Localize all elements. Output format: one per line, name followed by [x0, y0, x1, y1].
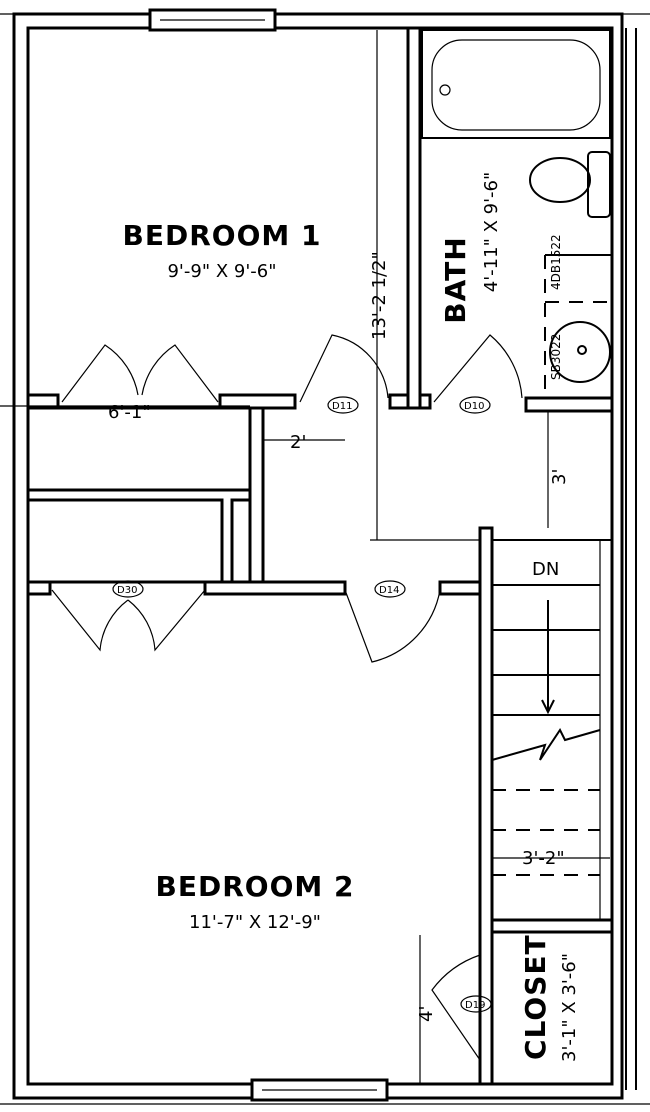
door-swing	[61, 344, 139, 403]
stair-label: DN	[532, 559, 559, 580]
door-swing	[141, 344, 219, 403]
door-tags: D11 D10 D30 D14 D19	[112, 396, 492, 1013]
dim-stair-width: 3'-2"	[522, 848, 565, 869]
room-size-closet: 3'-1" X 3'-6"	[559, 953, 580, 1062]
stairs[interactable]: DN	[491, 539, 612, 920]
door-tag-d11: D11	[332, 401, 352, 412]
room-name-bedroom2: BEDROOM 2	[156, 870, 355, 903]
room-size-bath: 4'-11" X 9'-6"	[481, 172, 502, 292]
door-tag-d10: D10	[464, 401, 484, 412]
doors	[51, 334, 523, 1061]
dimension-lines	[0, 30, 610, 1084]
room-name-bedroom1: BEDROOM 1	[123, 219, 322, 252]
bath-fixtures: 4DB1522 SB3022	[421, 29, 612, 390]
cabinet-label: 4DB1522	[549, 234, 563, 290]
room-name-closet: CLOSET	[519, 934, 552, 1060]
dim-closet-width: 6'-1"	[108, 402, 151, 423]
room-size-bedroom2: 11'-7" X 12'-9"	[189, 912, 321, 933]
dim-hall-offset: 2'	[290, 432, 306, 453]
sink	[549, 321, 611, 383]
door-tag-d14: D14	[379, 585, 399, 596]
toilet	[529, 157, 591, 203]
dim-bedroom1-depth: 13'-2 1/2"	[369, 251, 390, 340]
dim-closet-door: 4'	[416, 1006, 437, 1022]
interior-walls	[26, 26, 614, 1086]
room-size-bedroom1: 9'-9" X 9'-6"	[167, 261, 276, 282]
room-name-bath: BATH	[439, 236, 472, 323]
sink-label: SB3022	[549, 334, 563, 380]
dim-hall-width: 3'	[549, 469, 570, 485]
door-tag-d19: D19	[465, 1000, 485, 1011]
bathtub	[421, 29, 611, 139]
door-tag-d30: D30	[117, 585, 137, 596]
exterior-walls	[0, 8, 650, 1105]
